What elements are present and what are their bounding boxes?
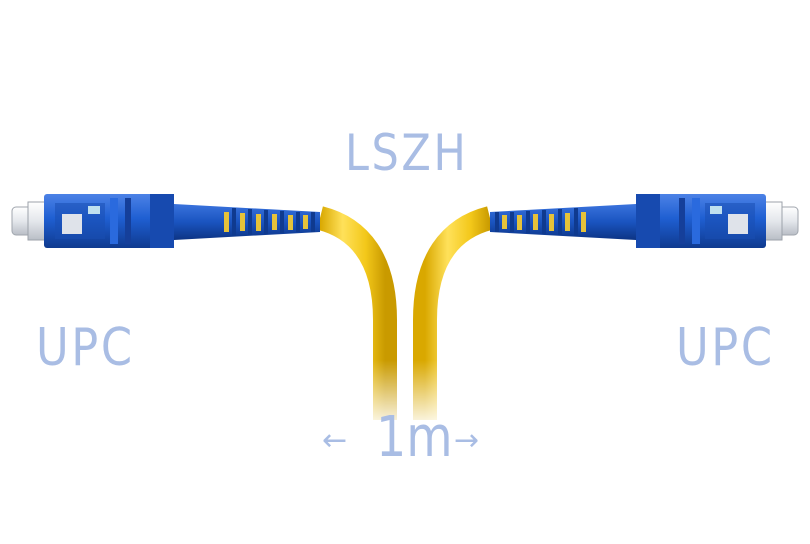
left-connector [11,194,320,248]
length-label: 1m [376,405,453,470]
right-cable [413,206,494,420]
cable-type-label: LSZH [345,124,469,182]
arrow-right-icon: → [454,423,480,458]
right-connector [490,194,799,248]
arrow-left-icon: ← [322,423,348,458]
left-polish-label: UPC [36,318,135,378]
left-cable [316,206,397,420]
right-polish-label: UPC [676,318,775,378]
length-indicator: ← 1m → [322,410,492,470]
